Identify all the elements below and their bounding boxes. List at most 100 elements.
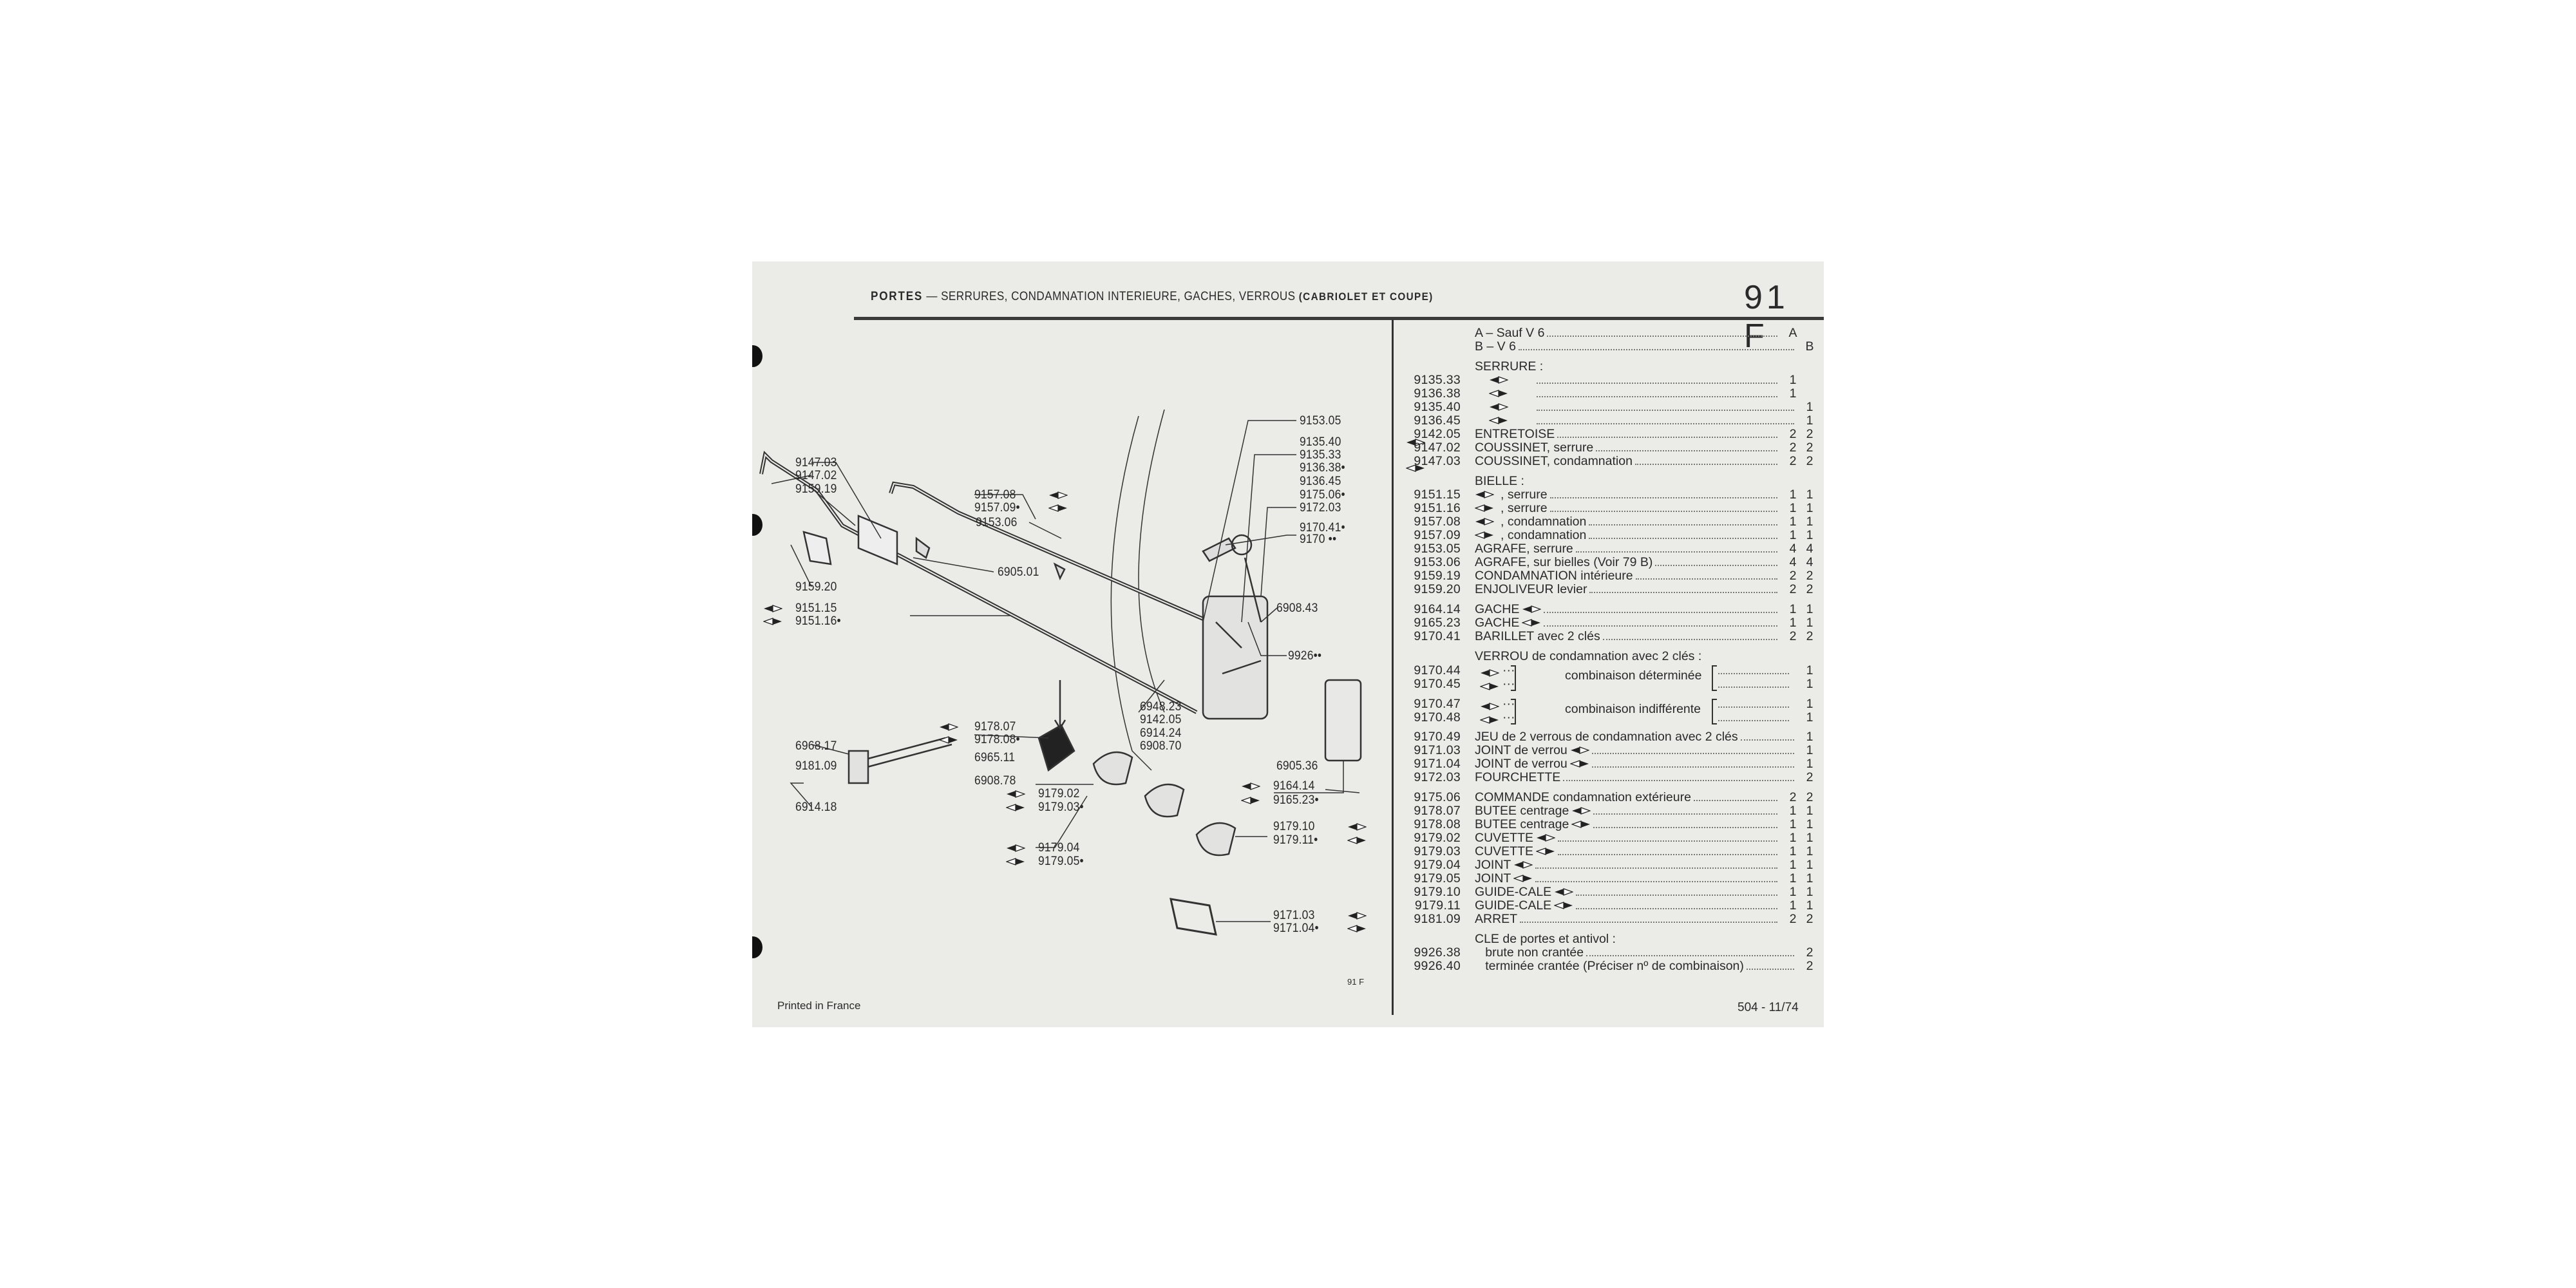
arrow-indicator bbox=[1054, 680, 1066, 730]
header-rule bbox=[854, 317, 1824, 320]
qty-b: 1 bbox=[1806, 757, 1814, 771]
callout-label: 9136.38• bbox=[1300, 461, 1345, 475]
section-heading: CLE de portes et antivol : bbox=[1396, 933, 1824, 946]
part-ref: 9171.03 bbox=[1414, 743, 1461, 757]
qty-a: 1 bbox=[1789, 831, 1797, 845]
qty-a: 1 bbox=[1789, 515, 1797, 529]
part-ref: 9172.03 bbox=[1414, 770, 1461, 784]
part-ref: 9179.02 bbox=[1414, 831, 1461, 845]
part-ref: 9159.19 bbox=[1414, 569, 1461, 583]
qty-a: 2 bbox=[1789, 582, 1797, 596]
right-side-icon bbox=[762, 617, 782, 629]
callout-ref: 9151.15 bbox=[795, 601, 837, 615]
part-desc: , condamnation bbox=[1474, 529, 1780, 542]
qty-b: 1 bbox=[1806, 697, 1814, 711]
part-desc: BUTEE centrage bbox=[1475, 804, 1780, 818]
callout-label: 6905.01 bbox=[998, 565, 1039, 580]
callout-ref: 9178.07 bbox=[974, 720, 1016, 734]
desc-text: GACHE bbox=[1475, 616, 1520, 630]
callout-label: 9135.40 bbox=[1300, 435, 1341, 450]
qty-b: 1 bbox=[1806, 663, 1814, 677]
callout-ref: 6908.43 bbox=[1276, 601, 1318, 615]
lock-seal bbox=[1170, 898, 1217, 936]
qty-b: 2 bbox=[1806, 945, 1814, 960]
part-desc: ARRET bbox=[1475, 913, 1780, 926]
section-heading: BIELLE : bbox=[1396, 475, 1824, 488]
desc-text: JOINT bbox=[1475, 871, 1511, 886]
callout-label: 6965.11 bbox=[974, 751, 1015, 765]
leader-dots bbox=[1549, 497, 1777, 498]
qty-b: 4 bbox=[1806, 555, 1814, 569]
callout-label: 9151.16• bbox=[795, 614, 841, 629]
callout-label: 9926•• bbox=[1288, 649, 1321, 663]
part-desc: AGRAFE, serrure bbox=[1475, 542, 1780, 556]
part-ref: 9147.03 bbox=[1414, 454, 1461, 468]
callout-ref: 9172.03 bbox=[1300, 501, 1341, 515]
left-side-icon bbox=[1241, 782, 1261, 793]
callout-ref: 9136.45 bbox=[1300, 475, 1341, 488]
clip bbox=[915, 536, 931, 559]
callout-ref: 9159.19 bbox=[795, 482, 837, 496]
part-desc: B – V 6 bbox=[1475, 340, 1797, 354]
qty-b: 1 bbox=[1806, 677, 1814, 691]
desc-text: , serrure bbox=[1501, 501, 1548, 515]
callout-ref: 9135.40 bbox=[1300, 435, 1341, 449]
key bbox=[1231, 534, 1253, 556]
part-ref: 9157.08 bbox=[1414, 515, 1461, 529]
left-side-icon bbox=[1006, 844, 1026, 855]
qty-b: 2 bbox=[1806, 440, 1814, 455]
leader-dots bbox=[1718, 706, 1789, 708]
callout-label: 9179.11• bbox=[1273, 833, 1318, 848]
left-side-icon bbox=[1347, 911, 1367, 923]
handle-bezel bbox=[802, 531, 832, 565]
side-right-icon bbox=[1535, 845, 1555, 858]
section-heading: VERROU de condamnation avec 2 clés : bbox=[1396, 650, 1824, 663]
qty-a: 2 bbox=[1789, 629, 1797, 643]
leader-dots bbox=[1591, 753, 1794, 754]
part-ref: 9175.06 bbox=[1414, 790, 1461, 804]
combination-label: combinaison indifférente bbox=[1565, 702, 1701, 716]
title-main: — SERRURES, CONDAMNATION INTERIEURE, GAC… bbox=[923, 290, 1299, 303]
qty-a: 2 bbox=[1789, 569, 1797, 583]
part-desc: SERRURE : bbox=[1475, 360, 1780, 374]
callout-label: 9175.06• bbox=[1300, 488, 1345, 502]
part-ref: 9170.45 bbox=[1414, 677, 1461, 691]
part-desc: CLE de portes et antivol : bbox=[1475, 933, 1780, 946]
qty-b: 1 bbox=[1806, 831, 1814, 845]
qty-a: 2 bbox=[1789, 790, 1797, 804]
part-desc: CONDAMNATION intérieure bbox=[1475, 569, 1780, 583]
right-side-icon bbox=[938, 735, 958, 747]
desc-text: A – Sauf V 6 bbox=[1475, 326, 1545, 340]
part-desc: BIELLE : bbox=[1475, 475, 1780, 488]
leader-dots bbox=[1718, 687, 1789, 688]
qty-b: 1 bbox=[1806, 871, 1814, 886]
callout-ref: 6908.78 bbox=[974, 774, 1016, 788]
callout-ref: 9142.05 bbox=[1140, 713, 1182, 726]
leader-dots bbox=[1575, 551, 1777, 553]
callout-label: 9142.05 bbox=[1140, 713, 1181, 727]
part-desc: CUVETTE bbox=[1475, 831, 1780, 845]
leader-dots bbox=[1520, 922, 1777, 923]
qty-b: 1 bbox=[1806, 804, 1814, 818]
part-desc: AGRAFE, sur bielles (Voir 79 B) bbox=[1475, 556, 1780, 569]
part-ref: 9170.44 bbox=[1414, 663, 1461, 677]
qty-a: 1 bbox=[1789, 488, 1797, 502]
side-left-icon bbox=[1522, 603, 1542, 616]
desc-text: JOINT bbox=[1475, 858, 1511, 872]
callout-label: 6905.36 bbox=[1276, 759, 1318, 773]
side-left-icon bbox=[1571, 804, 1592, 818]
callout-label: 9179.02 bbox=[1038, 787, 1079, 801]
callout-label: 6968.17 bbox=[795, 739, 837, 753]
right-side-icon bbox=[1347, 924, 1367, 936]
cup bbox=[1092, 751, 1133, 786]
side-right-icon bbox=[1488, 387, 1508, 401]
